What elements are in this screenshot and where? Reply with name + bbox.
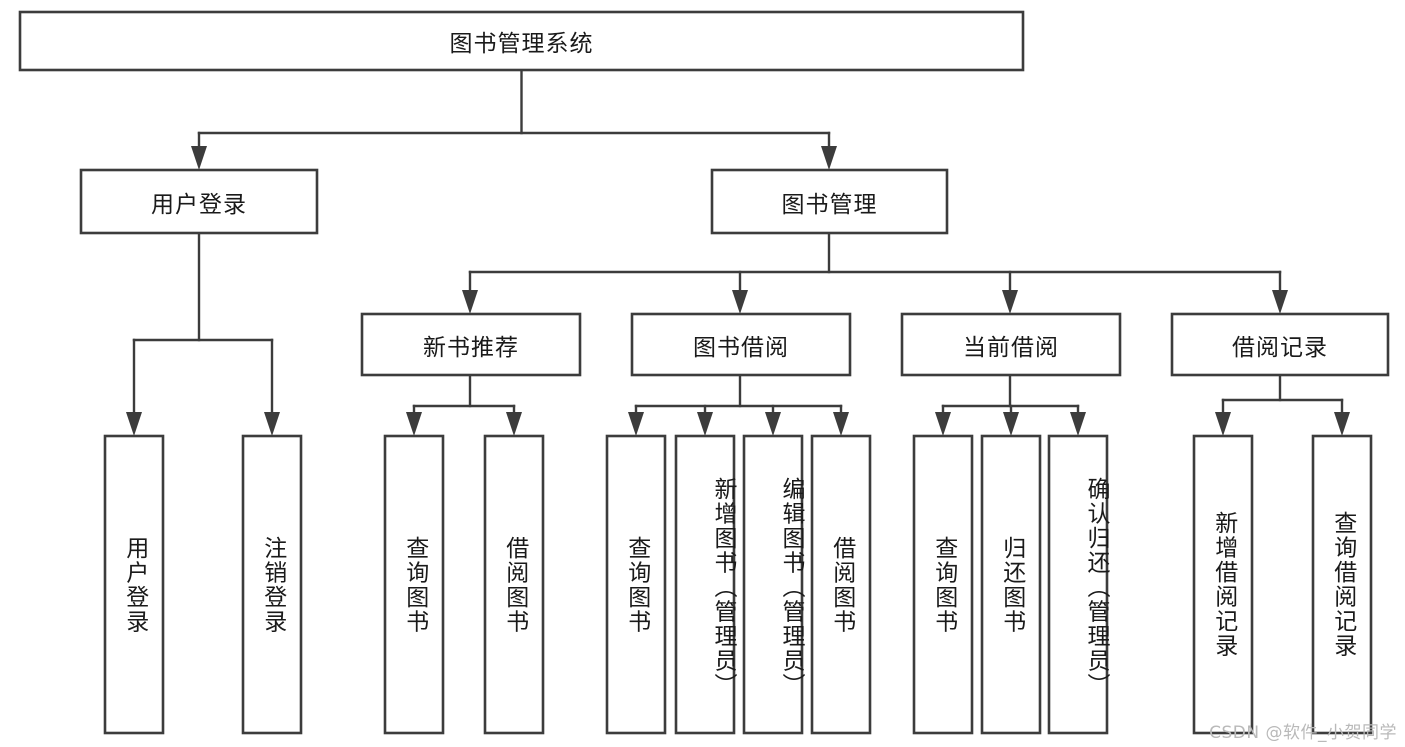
connector-borrow-record-to-leaves <box>1215 373 1350 436</box>
connector-book-borrow-to-leaves <box>628 373 849 436</box>
node-user-login-box[interactable] <box>79 168 319 235</box>
arrow-head-icon <box>732 290 748 314</box>
watermark: CSDN @软件_小贺同学 <box>1209 723 1397 743</box>
node-root-box[interactable] <box>18 10 1025 72</box>
arrow-head-icon <box>462 290 478 314</box>
node-leaf-box[interactable] <box>674 434 736 735</box>
node-leaf-box[interactable] <box>810 434 872 735</box>
node-leaf-box[interactable] <box>241 434 303 735</box>
node-leaf-box[interactable] <box>1192 434 1254 735</box>
arrow-head-icon <box>697 412 713 436</box>
connector-root-to-level2 <box>191 68 837 170</box>
connector-new-book-to-leaves <box>406 373 522 436</box>
connector-current-borrow-to-leaves <box>935 373 1086 436</box>
arrow-head-icon <box>191 146 207 170</box>
node-new-book-box[interactable] <box>360 312 582 377</box>
arrow-head-icon <box>264 412 280 436</box>
node-book-borrow-box[interactable] <box>630 312 852 377</box>
arrow-head-icon <box>821 146 837 170</box>
arrow-head-icon <box>1334 412 1350 436</box>
node-leaf-box[interactable] <box>742 434 804 735</box>
connector-user-login-to-leaves <box>126 231 280 436</box>
arrow-head-icon <box>935 412 951 436</box>
arrow-head-icon <box>1215 412 1231 436</box>
node-leaf-box[interactable] <box>605 434 667 735</box>
node-leaf-box[interactable] <box>1311 434 1373 735</box>
arrow-head-icon <box>765 412 781 436</box>
node-leaf-box[interactable] <box>483 434 545 735</box>
node-leaf-box[interactable] <box>1047 434 1109 735</box>
arrow-head-icon <box>126 412 142 436</box>
node-book-management-box[interactable] <box>710 168 949 235</box>
arrow-head-icon <box>628 412 644 436</box>
node-current-borrow-box[interactable] <box>900 312 1122 377</box>
arrow-head-icon <box>1070 412 1086 436</box>
arrow-head-icon <box>1003 412 1019 436</box>
arrow-head-icon <box>506 412 522 436</box>
arrow-head-icon <box>833 412 849 436</box>
connector-level2-to-level3 <box>462 231 1288 314</box>
node-leaf-box[interactable] <box>383 434 445 735</box>
arrow-head-icon <box>1002 290 1018 314</box>
arrow-head-icon <box>406 412 422 436</box>
node-leaf-box[interactable] <box>103 434 165 735</box>
node-borrow-record-box[interactable] <box>1170 312 1390 377</box>
node-leaf-box[interactable] <box>912 434 974 735</box>
arrow-head-icon <box>1272 290 1288 314</box>
node-leaf-box[interactable] <box>980 434 1042 735</box>
